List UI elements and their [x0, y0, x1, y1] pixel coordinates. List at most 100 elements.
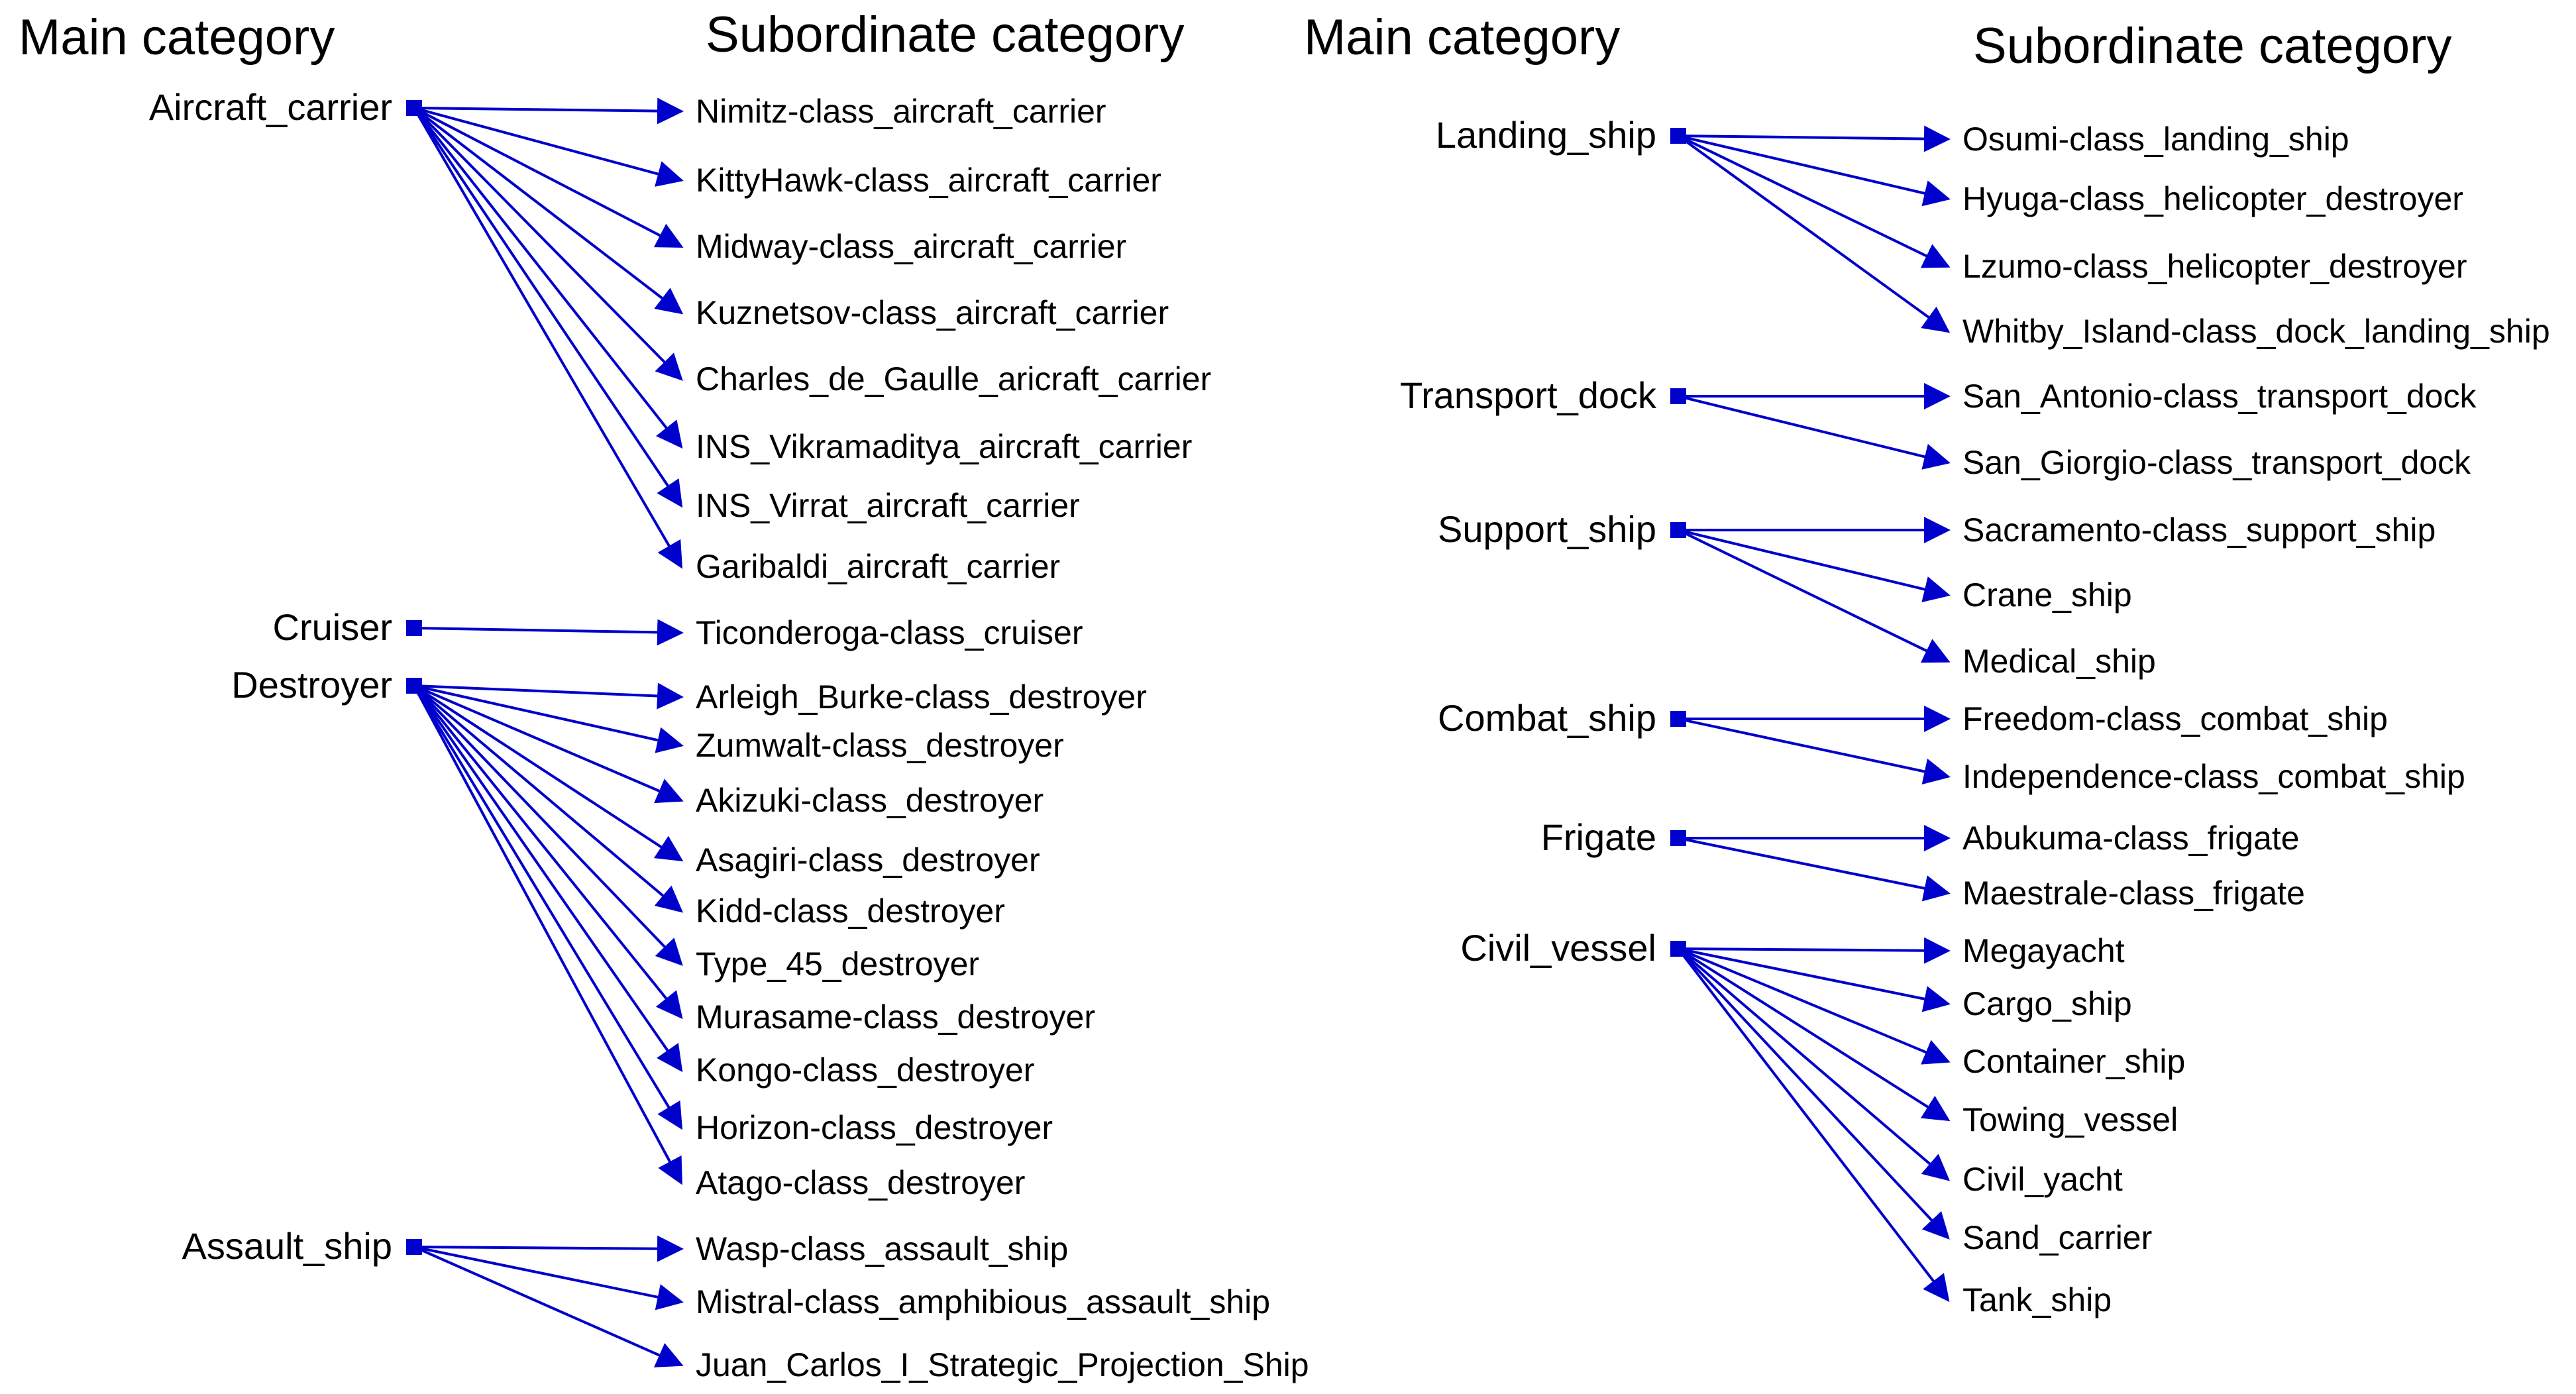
main-category-label: Destroyer: [231, 664, 392, 706]
subordinate-category-label: Osumi-class_landing_ship: [1962, 121, 2349, 158]
main-category-node: [1670, 128, 1686, 144]
main-category-node: [406, 678, 422, 694]
subordinate-category-label: Akizuki-class_destroyer: [696, 782, 1044, 819]
hierarchy-arrow: [413, 1235, 684, 1262]
hierarchy-arrow: [413, 1246, 684, 1311]
hierarchy-arrow: [413, 684, 684, 804]
hierarchy-arrow: [413, 685, 682, 1185]
hierarchy-arrow: [1678, 947, 1951, 1065]
hierarchy-arrow: [1678, 947, 1951, 1012]
subordinate-category-label: Towing_vessel: [1962, 1101, 2178, 1138]
subordinate-category-label: Hyuga-class_helicopter_destroyer: [1962, 180, 2463, 217]
subordinate-category-label: Kongo-class_destroyer: [696, 1051, 1034, 1089]
subordinate-category-label: San_Giorgio-class_transport_dock: [1962, 444, 2471, 481]
subordinate-category-label: Civil_yacht: [1962, 1161, 2123, 1198]
main-category-node: [1670, 388, 1686, 404]
subordinate-category-label: Container_ship: [1962, 1043, 2185, 1080]
subordinate-category-label: Garibaldi_aircraft_carrier: [696, 548, 1060, 585]
main-category-node: [406, 100, 422, 116]
hierarchy-arrow: [1677, 134, 1951, 333]
hierarchy-arrow: [413, 107, 684, 248]
subordinate-category-label: Megayacht: [1962, 932, 2125, 969]
hierarchy-arrow: [413, 107, 684, 187]
subordinate-category-label: Maestrale-class_frigate: [1962, 875, 2305, 912]
main-category-label: Frigate: [1541, 816, 1656, 858]
main-category-node: [1670, 830, 1686, 846]
subordinate-category-label: Freedom-class_combat_ship: [1962, 700, 2388, 737]
hierarchy-arrow: [413, 684, 684, 913]
subordinate-category-label: Horizon-class_destroyer: [696, 1109, 1053, 1146]
subordinate-category-label: Type_45_destroyer: [696, 945, 979, 983]
hierarchy-arrow: [413, 1246, 684, 1367]
hierarchy-arrow: [413, 682, 684, 710]
hierarchy-arrow: [413, 684, 683, 1130]
left-main-category-header: Main category: [19, 9, 335, 66]
subordinate-category-label: Sand_carrier: [1962, 1219, 2152, 1256]
hierarchy-arrow: [1677, 947, 1951, 1181]
hierarchy-arrow: [413, 684, 683, 1073]
subordinate-category-label: Lzumo-class_helicopter_destroyer: [1962, 248, 2467, 285]
subordinate-category-label: Arleigh_Burke-class_destroyer: [696, 678, 1147, 716]
subordinate-category-label: Kuznetsov-class_aircraft_carrier: [696, 294, 1169, 331]
right-main-category-header: Main category: [1304, 9, 1620, 66]
subordinate-category-label: KittyHawk-class_aircraft_carrier: [696, 162, 1161, 199]
hierarchy-arrow: [1678, 529, 1951, 603]
left-subordinate-category-header: Subordinate category: [706, 7, 1184, 63]
right-subordinate-category-header: Subordinate category: [1973, 18, 2451, 74]
main-category-label: Landing_ship: [1436, 114, 1656, 156]
hierarchy-arrow: [1677, 947, 1950, 1303]
main-category-node: [1670, 941, 1686, 957]
main-category-label: Cruiser: [273, 606, 392, 648]
hierarchy-arrow: [1677, 947, 1951, 1122]
subordinate-category-label: Wasp-class_assault_ship: [696, 1230, 1068, 1267]
subordinate-category-label: Abukuma-class_frigate: [1962, 820, 2300, 857]
hierarchy-arrow: [413, 107, 683, 508]
hierarchy-arrow: [413, 107, 683, 381]
subordinate-category-label: Cargo_ship: [1962, 985, 2132, 1022]
subordinate-category-label: Murasame-class_destroyer: [696, 998, 1095, 1036]
left-edges: [413, 97, 684, 1367]
hierarchy-arrow: [1678, 718, 1951, 785]
hierarchy-arrow: [413, 684, 684, 862]
main-category-node: [1670, 522, 1686, 538]
right-nodes: Landing_ship Osumi-class_landing_shipHyug…: [1400, 114, 2550, 1318]
hierarchy-arrow: [1678, 937, 1951, 964]
hierarchy-arrow: [1678, 134, 1951, 207]
main-category-label: Civil_vessel: [1460, 927, 1656, 969]
subordinate-category-label: Asagiri-class_destroyer: [696, 841, 1040, 879]
hierarchy-arrow: [1678, 395, 1951, 470]
subordinate-category-label: Midway-class_aircraft_carrier: [696, 228, 1126, 265]
subordinate-category-label: Ticonderoga-class_cruiser: [696, 614, 1083, 651]
hierarchy-arrow: [1678, 134, 1951, 268]
main-category-label: Support_ship: [1438, 508, 1656, 550]
hierarchy-arrow: [413, 684, 683, 966]
main-category-label: Transport_dock: [1400, 374, 1657, 416]
hierarchy-arrow: [1677, 947, 1950, 1240]
subordinate-category-label: Independence-class_combat_ship: [1962, 758, 2465, 795]
subordinate-category-label: Kidd-class_destroyer: [696, 892, 1005, 930]
subordinate-category-label: Juan_Carlos_I_Strategic_Projection_Ship: [696, 1346, 1309, 1383]
subordinate-category-label: Atago-class_destroyer: [696, 1164, 1025, 1201]
main-category-node: [1670, 711, 1686, 727]
main-category-label: Aircraft_carrier: [149, 86, 392, 128]
subordinate-category-label: San_Antonio-class_transport_dock: [1962, 378, 2477, 415]
hierarchy-arrow: [413, 684, 683, 1020]
main-category-label: Combat_ship: [1438, 697, 1656, 739]
subordinate-category-label: Charles_de_Gaulle_aricraft_carrier: [696, 360, 1211, 398]
subordinate-category-label: Crane_ship: [1962, 576, 2132, 614]
hierarchy-arrow: [1678, 837, 1951, 902]
hierarchy-arrow: [1678, 529, 1951, 663]
hierarchy-arrow: [413, 97, 684, 125]
subordinate-category-label: Sacramento-class_support_ship: [1962, 511, 2436, 549]
subordinate-category-label: INS_Vikramaditya_aircraft_carrier: [696, 428, 1192, 465]
hierarchy-arrow: [413, 684, 684, 753]
subordinate-category-label: INS_Virrat_aircraft_carrier: [696, 487, 1080, 524]
hierarchy-arrow: [413, 619, 684, 646]
subordinate-category-label: Tank_ship: [1962, 1281, 2112, 1318]
hierarchy-arrow: [413, 107, 684, 315]
main-category-node: [406, 1239, 422, 1255]
hierarchy-arrow: [413, 107, 683, 569]
hierarchy-arrow: [413, 107, 683, 449]
